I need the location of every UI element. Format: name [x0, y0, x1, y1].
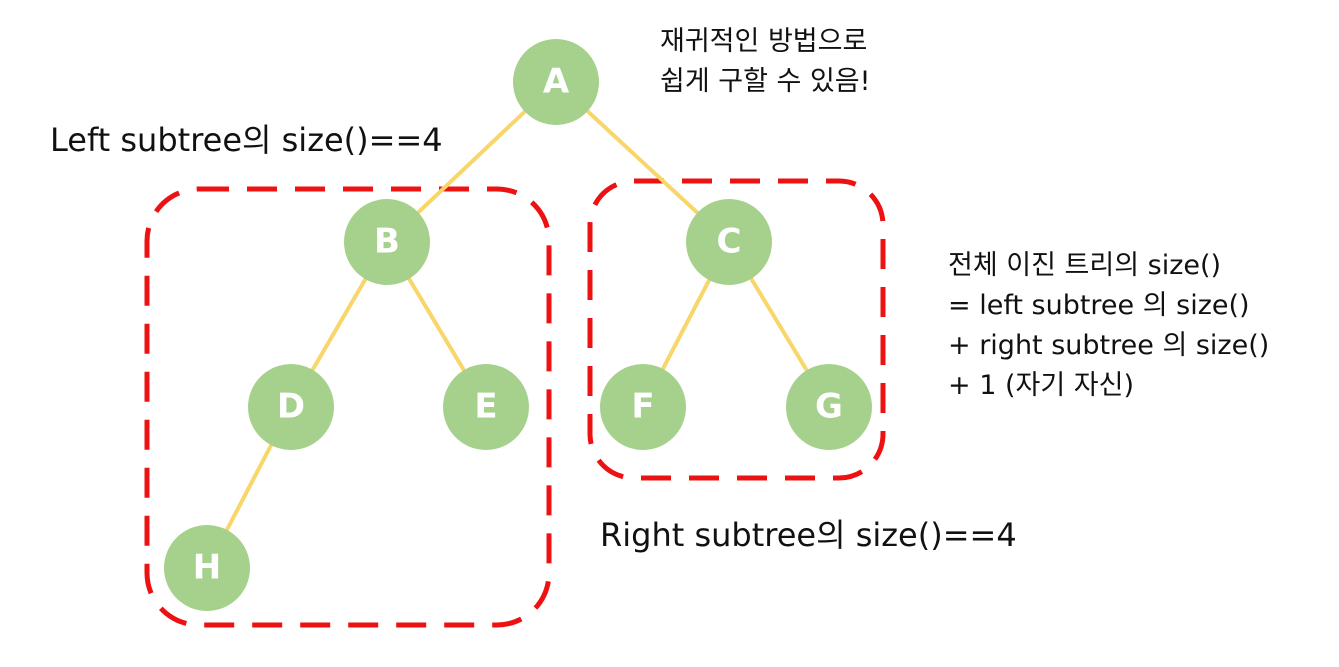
- size-formula: 전체 이진 트리의 size() = left subtree 의 size()…: [948, 246, 1269, 406]
- left-subtree-label: Left subtree의 size()==4: [50, 121, 443, 159]
- node-circle: [443, 364, 529, 450]
- node-circle: [786, 364, 872, 450]
- formula-line-1: 전체 이진 트리의 size(): [948, 250, 1222, 281]
- right-subtree-box: [587, 178, 886, 481]
- node-circle: [686, 199, 772, 285]
- node-b: B: [344, 199, 430, 285]
- node-f: F: [600, 364, 686, 450]
- node-circle: [344, 199, 430, 285]
- node-a: A: [513, 39, 599, 125]
- node-h: H: [164, 525, 250, 611]
- right-subtree-label: Right subtree의 size()==4: [600, 516, 1017, 554]
- node-d: D: [248, 364, 334, 450]
- node-label: D: [277, 387, 305, 427]
- node-label: F: [631, 387, 654, 427]
- nodes-layer: A B C D E F G H: [164, 39, 872, 611]
- recursion-note: 재귀적인 방법으로 쉽게 구할 수 있음!: [660, 22, 870, 102]
- node-circle: [248, 364, 334, 450]
- recursion-note-line-1: 재귀적인 방법으로: [660, 26, 868, 57]
- node-circle: [600, 364, 686, 450]
- node-label: G: [815, 387, 843, 427]
- formula-line-2: = left subtree 의 size(): [948, 290, 1250, 321]
- left-subtree-box: [144, 186, 552, 628]
- node-circle: [164, 525, 250, 611]
- node-label: B: [374, 222, 400, 262]
- node-c: C: [686, 199, 772, 285]
- recursion-note-line-2: 쉽게 구할 수 있음!: [660, 66, 871, 97]
- node-label: A: [543, 62, 570, 102]
- node-label: C: [717, 222, 742, 262]
- node-g: G: [786, 364, 872, 450]
- node-e: E: [443, 364, 529, 450]
- node-label: H: [193, 548, 221, 588]
- node-label: E: [474, 387, 497, 427]
- formula-line-3: + right subtree 의 size(): [948, 330, 1270, 361]
- node-circle: [513, 39, 599, 125]
- formula-line-4: + 1 (자기 자신): [948, 370, 1134, 401]
